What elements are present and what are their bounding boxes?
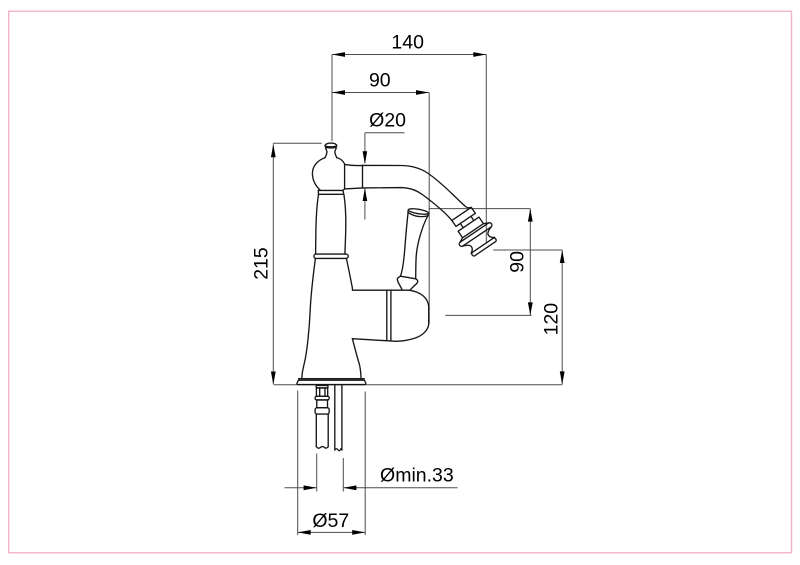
svg-text:140: 140 [391,32,424,54]
svg-text:90: 90 [369,70,391,92]
svg-text:215: 215 [251,247,273,280]
svg-text:90: 90 [506,251,528,273]
svg-text:120: 120 [541,303,563,336]
svg-text:Ø57: Ø57 [312,510,349,532]
svg-text:Ø20: Ø20 [369,109,406,131]
svg-text:Ømin.33: Ømin.33 [380,464,454,486]
